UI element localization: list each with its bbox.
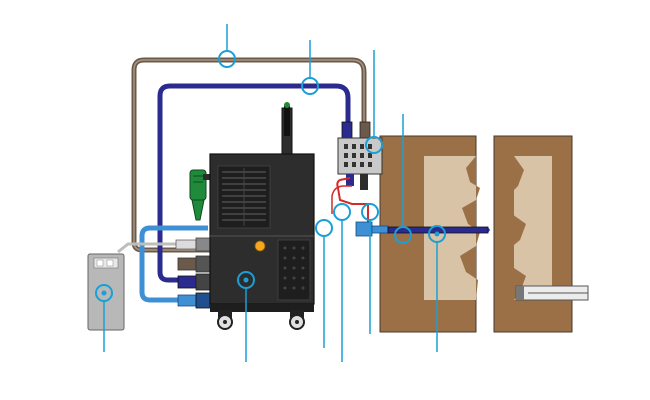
hose-coupling-callout-3[interactable] [361, 203, 379, 334]
blow-pipe-callout[interactable] [428, 225, 446, 352]
mold-right-half [493, 135, 589, 333]
mold-left-profile [460, 156, 480, 300]
top-right-hose-callout[interactable] [301, 40, 319, 95]
brown-return-hose-inner [133, 59, 365, 251]
valve-manifold[interactable] [337, 121, 383, 190]
navy-supply-hose [157, 83, 351, 283]
hose-coupling-callout-2[interactable] [333, 203, 351, 362]
grey-air-line [117, 242, 180, 254]
red-hose-loop [331, 185, 352, 214]
heater-grid [277, 239, 311, 301]
filter-icon [189, 169, 211, 221]
manifold-callout[interactable] [365, 50, 383, 154]
wheel-icon [217, 310, 233, 330]
light-blue-hose-upper [139, 225, 208, 303]
coupling-brown [177, 255, 211, 273]
wheel-icon-right [289, 310, 305, 330]
top-left-hose-callout[interactable] [218, 24, 236, 68]
main-unit[interactable] [209, 102, 315, 312]
red-hose [336, 177, 369, 222]
main-unit-callout[interactable] [237, 271, 255, 362]
mold-right-profile [508, 156, 526, 300]
coupling-blue [177, 292, 211, 309]
spray-nozzle[interactable] [355, 221, 389, 237]
hose-coupling-callout-1[interactable] [315, 219, 333, 348]
coupling-navy [177, 273, 211, 291]
status-indicator [254, 240, 266, 252]
canister-callout[interactable] [95, 284, 113, 352]
nozzle-callout[interactable] [394, 114, 412, 244]
coupling-grey [175, 237, 211, 252]
